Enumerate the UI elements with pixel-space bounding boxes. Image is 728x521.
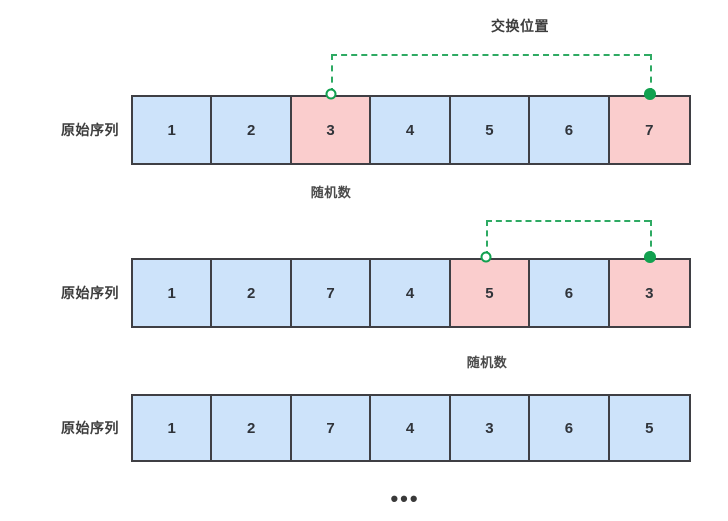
array-cell[interactable]: 6 [530, 260, 610, 326]
array-cell[interactable]: 3 [609, 260, 690, 326]
array-cell[interactable]: 7 [609, 97, 690, 163]
connector-horizontal-line [331, 54, 650, 56]
ellipsis-continuation: ••• [390, 486, 420, 511]
array-cell[interactable]: 1 [133, 97, 213, 163]
array-cell[interactable]: 1 [133, 396, 213, 460]
array-cell[interactable]: 2 [212, 396, 292, 460]
array-cell[interactable]: 2 [212, 260, 292, 326]
array-cell[interactable]: 5 [450, 260, 531, 326]
array-cell[interactable]: 5 [450, 97, 531, 163]
array-cell[interactable]: 3 [450, 396, 531, 460]
connector-source-line [331, 54, 333, 94]
array-cell[interactable]: 6 [530, 396, 610, 460]
array-cell[interactable]: 4 [371, 97, 451, 163]
array-cell[interactable]: 4 [371, 260, 451, 326]
array-cell[interactable]: 4 [371, 396, 451, 460]
connector-horizontal-line [486, 220, 650, 222]
array-cell[interactable]: 6 [530, 97, 610, 163]
array-cell[interactable]: 2 [212, 97, 292, 163]
row-label-3: 原始序列 [61, 420, 119, 436]
row-label-1: 原始序列 [61, 122, 119, 138]
row-label-2: 原始序列 [61, 285, 119, 301]
swap-title-label: 交换位置 [491, 18, 549, 34]
array-cell[interactable]: 7 [291, 396, 372, 460]
random-number-caption-2: 随机数 [466, 355, 508, 370]
array-cell[interactable]: 7 [291, 260, 372, 326]
connector-target-line [650, 54, 652, 94]
array-cell[interactable]: 5 [609, 396, 690, 460]
array-cell[interactable]: 3 [291, 97, 372, 163]
connector-target-line [650, 220, 652, 257]
connector-source-line [486, 220, 488, 257]
random-number-caption-1: 随机数 [310, 185, 352, 200]
array-cell[interactable]: 1 [133, 260, 213, 326]
